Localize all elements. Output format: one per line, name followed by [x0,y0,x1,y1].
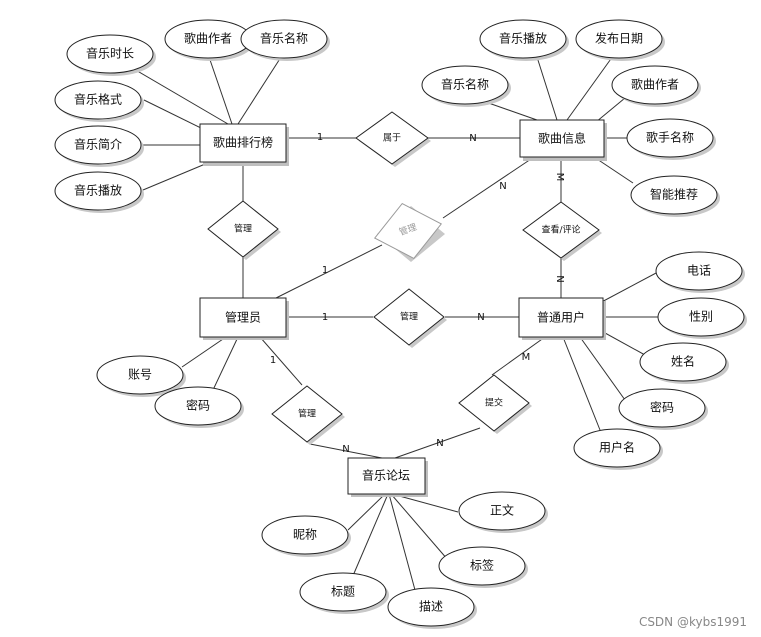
entity-label: 管理员 [225,310,261,325]
attribute-label: 音乐格式 [74,92,122,107]
attribute-label: 账号 [128,368,152,382]
entity-song-ranking: 歌曲排行榜 [199,123,289,166]
entity-label: 音乐论坛 [362,468,410,483]
attribute-title: 标题 [299,572,389,614]
relationship-submit: 提交 [458,374,532,434]
relationship-manage-ranking: 管理 [207,200,281,260]
cardinality-labels: 1 N 1 N M N 1 N 1 N M N [270,132,565,455]
attribute-music-format: 音乐格式 [54,80,144,122]
relationship-label: 查看/评论 [541,224,580,236]
card-admin-users: 1 [322,312,328,323]
attribute-label: 描述 [419,600,443,614]
card-songs-view: M [554,173,565,182]
attribute-label: 智能推荐 [650,187,698,202]
entity-label: 普通用户 [537,310,585,325]
card-ranking-belongs: 1 [317,132,323,143]
attribute-nickname: 昵称 [261,515,351,557]
attribute-label: 音乐简介 [74,137,122,152]
attribute-user-password: 密码 [618,388,708,430]
relationship-label: 属于 [383,133,401,144]
attribute-label: 音乐播放 [74,183,122,198]
attribute-label: 音乐名称 [260,31,308,46]
attribute-music-name: 音乐名称 [240,19,330,61]
attribute-body-text: 正文 [458,491,548,533]
relationship-manage-forum: 管理 [271,385,345,445]
card-user-submit: M [522,352,531,363]
entity-admin: 管理员 [199,297,289,340]
relationship-label: 提交 [485,397,503,409]
attribute-music-play: 音乐播放 [54,171,144,213]
attribute-label: 密码 [650,400,674,415]
attribute-release-date: 发布日期 [575,19,665,61]
attribute-tag: 标签 [438,546,528,588]
attribute-smart-recommend: 智能推荐 [630,175,720,217]
card-songs-belongs: N [469,133,476,144]
card-users-manage: N [477,312,484,323]
card-admin-forum: 1 [270,355,276,366]
relationship-manage-users: 管理 [373,288,447,348]
attribute-label: 歌曲作者 [631,77,679,92]
connector-lines [109,53,660,591]
entity-music-forum: 音乐论坛 [347,457,428,497]
attribute-gender: 性别 [657,297,747,339]
entity-label: 歌曲排行榜 [213,135,273,150]
watermark: CSDN @kybs1991 [638,615,747,629]
relationship-label: 管理 [298,408,316,420]
attribute-label: 密码 [186,398,210,413]
attribute-music-intro: 音乐简介 [54,125,144,167]
entity-label: 歌曲信息 [538,131,586,146]
card-user-view: N [554,275,565,282]
attribute-label: 用户名 [599,440,635,455]
attribute-label: 发布日期 [595,31,643,46]
attribute-label: 标题 [331,585,355,599]
attribute-label: 电话 [687,264,711,278]
card-admin-songs: 1 [322,265,328,276]
attribute-user-name: 姓名 [639,342,729,384]
attribute-label: 性别 [689,310,713,324]
card-forum-admin: N [342,444,349,455]
attribute-label: 昵称 [293,528,317,542]
attribute-phone: 电话 [655,251,745,293]
card-songs-manage: N [499,181,506,192]
attribute-singer-name: 歌手名称 [626,118,716,160]
attribute-label: 音乐时长 [86,46,134,61]
attribute-song-play: 音乐播放 [479,19,569,61]
relationship-manage-songs: 管理 [373,202,445,262]
attribute-label: 歌曲作者 [184,31,232,46]
attribute-label: 标签 [470,558,494,573]
relationship-label: 管理 [234,223,252,235]
attribute-music-duration: 音乐时长 [66,34,156,76]
attribute-label: 音乐播放 [499,31,547,46]
attribute-song-composer-2: 歌曲作者 [611,65,701,107]
relationship-label: 管理 [400,311,418,323]
attribute-label: 音乐名称 [441,77,489,92]
attribute-label: 正文 [490,503,514,518]
attribute-account: 账号 [96,355,186,397]
entity-song-info: 歌曲信息 [519,119,607,161]
entity-user: 普通用户 [518,297,606,340]
attribute-song-name: 音乐名称 [421,65,511,107]
attribute-label: 歌手名称 [646,130,694,145]
attribute-admin-password: 密码 [154,386,244,428]
attribute-label: 姓名 [671,354,695,369]
attribute-description: 描述 [387,587,477,629]
relationship-view-comment: 查看/评论 [522,201,602,261]
attribute-username: 用户名 [573,428,663,470]
relationship-belongs-to: 属于 [355,111,431,167]
card-forum-submit: N [436,438,443,449]
